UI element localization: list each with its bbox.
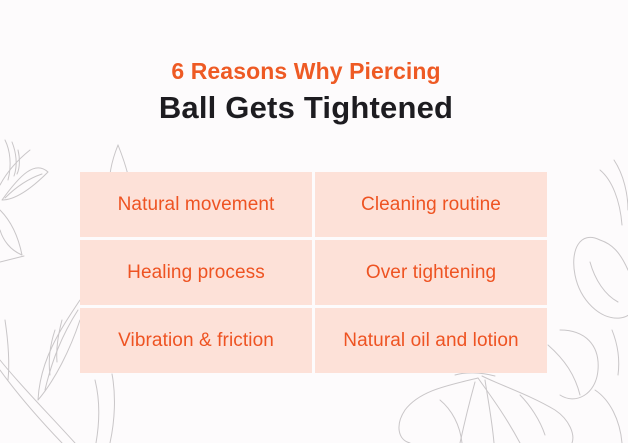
page-title: Ball Gets Tightened (158, 90, 454, 125)
flower-right-icon (547, 159, 628, 443)
reason-cell-vibration-friction: Vibration & friction (80, 308, 312, 373)
title-subheading: 6 Reasons Why Piercing (171, 58, 441, 84)
flower-bottom-center-icon (398, 372, 574, 443)
reason-cell-cleaning-routine: Cleaning routine (315, 172, 547, 237)
reason-cell-natural-oil-lotion: Natural oil and lotion (315, 308, 547, 373)
reason-cell-over-tightening: Over tightening (315, 240, 547, 305)
reason-cell-natural-movement: Natural movement (80, 172, 312, 237)
title-block: 6 Reasons Why Piercing Ball Gets Tighten… (0, 56, 612, 128)
reason-cell-healing-process: Healing process (80, 240, 312, 305)
reasons-grid: Natural movement Cleaning routine Healin… (80, 172, 547, 373)
